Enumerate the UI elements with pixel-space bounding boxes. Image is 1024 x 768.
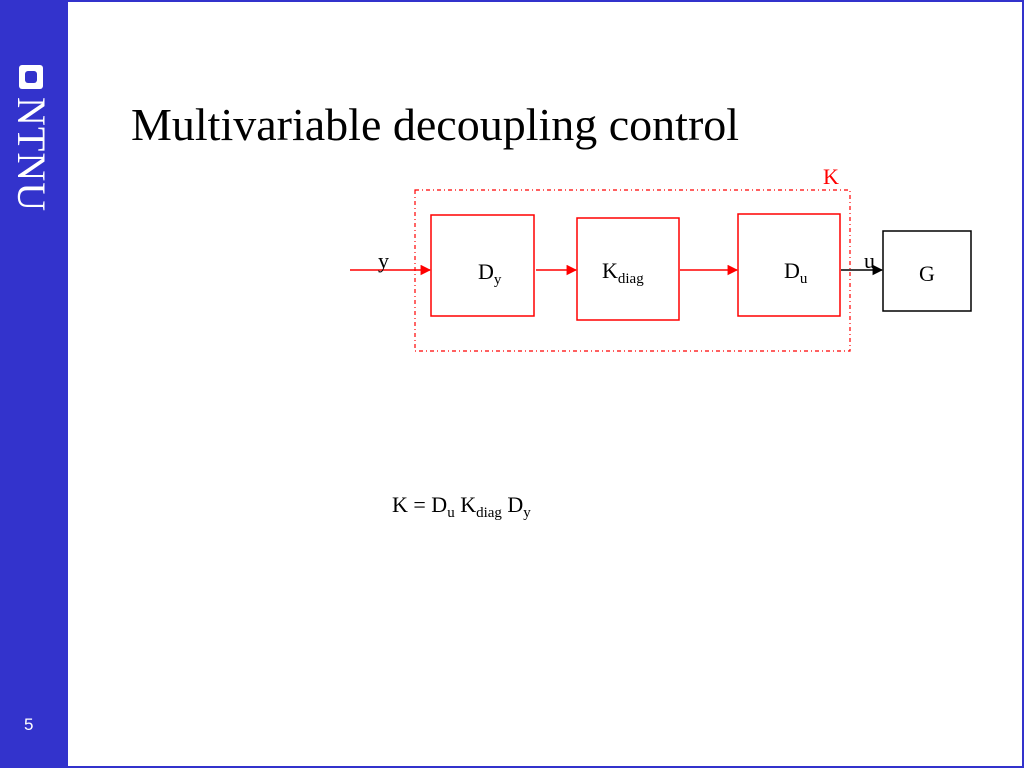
formula-kdiag-sub: diag (476, 505, 502, 521)
ntnu-sidebar: NTNU 5 (0, 0, 68, 768)
block-du-base: D (784, 258, 800, 283)
formula-d: D (507, 492, 524, 517)
slide-canvas (68, 2, 1022, 766)
page-number: 5 (24, 715, 34, 734)
decoupling-formula: K = Du Kdiag Dy (392, 494, 531, 521)
ntnu-logo-icon (19, 65, 43, 89)
block-dy-sub: y (493, 272, 502, 288)
slide-title: Multivariable decoupling control (131, 99, 740, 150)
controller-label: K (823, 164, 839, 189)
formula-lhs: K = D (392, 492, 448, 517)
formula-k: K (460, 492, 477, 517)
block-plant-label: G (919, 261, 935, 286)
block-kdiag-sub: diag (617, 271, 644, 287)
input-label-y: y (378, 248, 389, 273)
block-kdiag-base: K (602, 258, 618, 283)
formula-du-sub: u (447, 505, 455, 521)
block-dy-base: D (478, 259, 494, 284)
output-label-u: u (864, 248, 875, 273)
block-dy-label: Dy (478, 261, 501, 288)
formula-dy-sub: y (523, 505, 531, 521)
block-du-label: Du (784, 260, 807, 287)
block-kdiag-label: Kdiag (602, 260, 644, 287)
block-du-sub: u (799, 271, 808, 287)
